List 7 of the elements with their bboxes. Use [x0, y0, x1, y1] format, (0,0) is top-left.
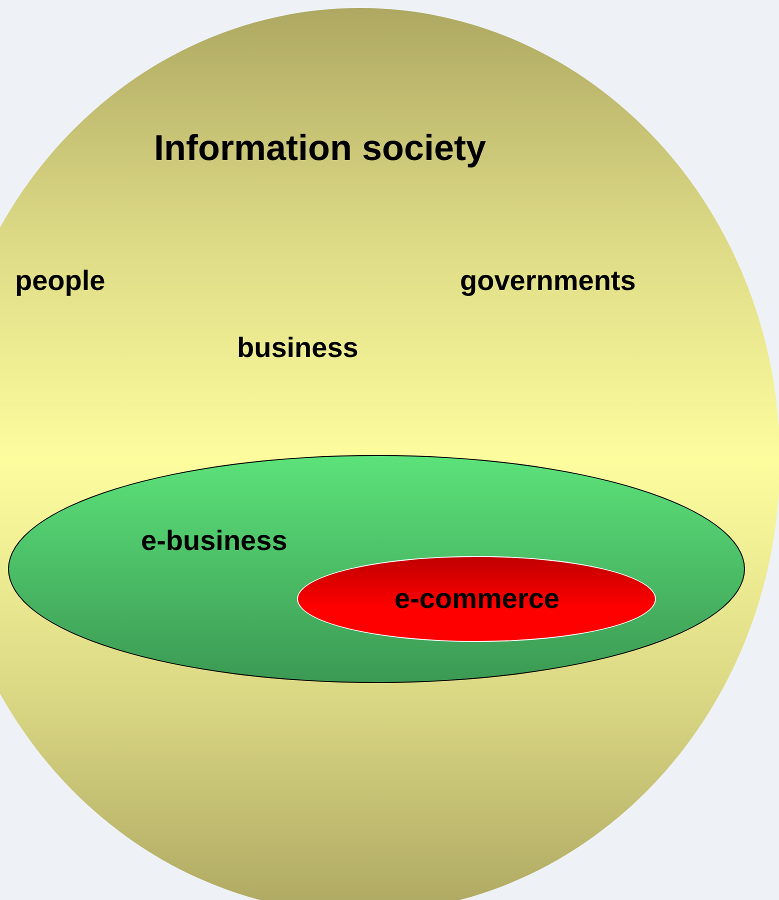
node-label: business [237, 333, 358, 364]
node-title: Information society [154, 128, 486, 168]
node-label: governments [460, 266, 636, 297]
circle-region [0, 8, 779, 900]
node-label: e-commerce [394, 584, 560, 615]
node-label: people [15, 266, 106, 297]
node-label: e-business [141, 526, 288, 557]
